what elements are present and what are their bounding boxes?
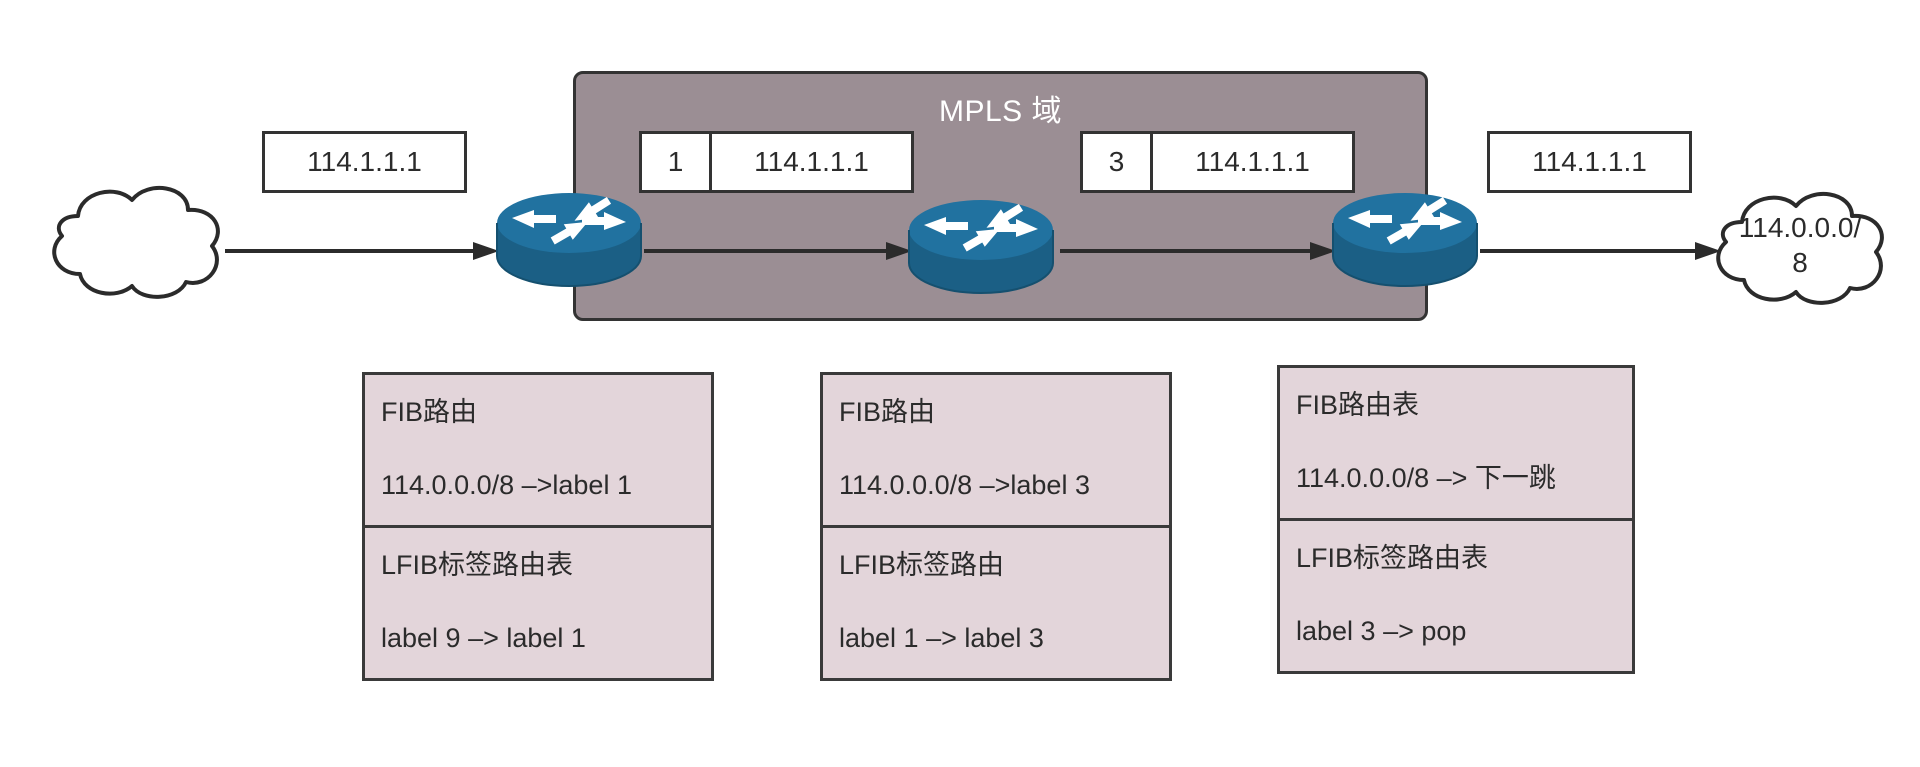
packet-hop1: 1 114.1.1.1 (639, 131, 914, 193)
routing-table-router3: FIB路由表 114.0.0.0/8 –> 下一跳 LFIB标签路由表 labe… (1277, 365, 1635, 675)
fib-entry-router2: 114.0.0.0/8 –>label 3 (839, 470, 1090, 501)
mpls-domain-label: MPLS 域 (938, 95, 1063, 128)
lfib-heading-router1: LFIB标签路由表 (381, 550, 574, 581)
link-source-to-router1 (225, 240, 503, 262)
link-router3-to-destination (1480, 240, 1725, 262)
fib-entry-router1: 114.0.0.0/8 –>label 1 (381, 470, 632, 501)
packet-hop1-label: 1 (642, 134, 712, 190)
fib-section-router1: FIB路由 114.0.0.0/8 –>label 1 (365, 375, 711, 529)
lfib-section-router2: LFIB标签路由 label 1 –> label 3 (823, 528, 1169, 678)
packet-hop2-ip: 114.1.1.1 (1195, 146, 1310, 177)
fib-entry-router3: 114.0.0.0/8 –> 下一跳 (1296, 463, 1556, 494)
link-router2-to-router3 (1060, 240, 1340, 262)
router-transit-icon (906, 197, 1056, 295)
routing-table-router2: FIB路由 114.0.0.0/8 –>label 3 LFIB标签路由 lab… (820, 372, 1172, 682)
packet-egress-ip: 114.1.1.1 (1532, 146, 1647, 177)
routing-table-router1: FIB路由 114.0.0.0/8 –>label 1 LFIB标签路由表 la… (362, 372, 714, 682)
fib-section-router2: FIB路由 114.0.0.0/8 –>label 3 (823, 375, 1169, 529)
packet-hop2: 3 114.1.1.1 (1080, 131, 1355, 193)
destination-network-cloud: 114.0.0.0/ 8 (1700, 182, 1900, 308)
packet-egress: 114.1.1.1 (1487, 131, 1692, 193)
lfib-section-router1: LFIB标签路由表 label 9 –> label 1 (365, 528, 711, 678)
router-egress-icon (1330, 190, 1480, 288)
source-network-cloud (36, 176, 236, 302)
lfib-entry-router1: label 9 –> label 1 (381, 623, 586, 654)
lfib-section-router3: LFIB标签路由表 label 3 –> pop (1280, 521, 1632, 671)
link-router1-to-router2 (644, 240, 916, 262)
packet-hop1-ip: 114.1.1.1 (754, 146, 869, 177)
lfib-heading-router2: LFIB标签路由 (839, 550, 1005, 581)
packet-ingress-ip: 114.1.1.1 (307, 146, 422, 177)
fib-section-router3: FIB路由表 114.0.0.0/8 –> 下一跳 (1280, 368, 1632, 522)
fib-heading-router1: FIB路由 (381, 397, 478, 427)
lfib-entry-router3: label 3 –> pop (1296, 616, 1467, 647)
lfib-entry-router2: label 1 –> label 3 (839, 623, 1044, 654)
lfib-heading-router3: LFIB标签路由表 (1296, 543, 1489, 574)
fib-heading-router2: FIB路由 (839, 397, 936, 427)
router-ingress-icon (494, 190, 644, 288)
packet-hop2-label: 3 (1083, 134, 1153, 190)
packet-ingress: 114.1.1.1 (262, 131, 467, 193)
fib-heading-router3: FIB路由表 (1296, 390, 1420, 420)
